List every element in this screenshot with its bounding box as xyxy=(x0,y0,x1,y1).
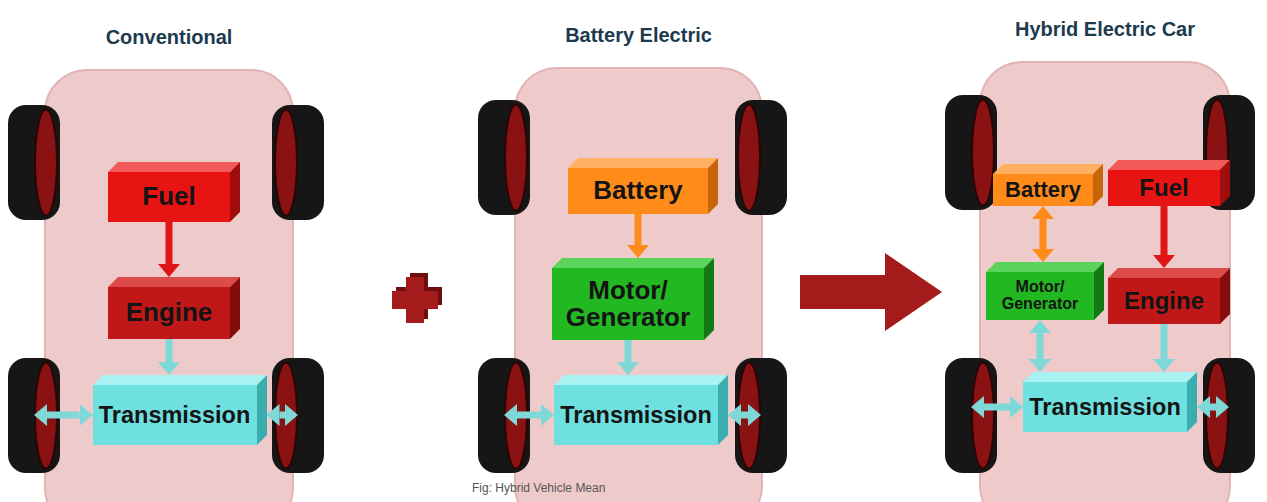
component-label: Transmission xyxy=(560,403,712,428)
drive-arrow xyxy=(741,412,748,419)
power-flow-arrow xyxy=(166,339,173,362)
component-box: Engine xyxy=(108,287,230,339)
component-box: Fuel xyxy=(108,172,230,222)
power-flow-arrow xyxy=(166,222,173,264)
wheel xyxy=(8,105,60,220)
drive-arrow xyxy=(47,412,80,419)
power-flow-arrow xyxy=(1037,333,1044,359)
power-flow-arrow xyxy=(1161,324,1168,359)
car-body xyxy=(515,68,762,502)
wheel xyxy=(1203,358,1255,473)
component-box: Transmission xyxy=(554,385,718,445)
vehicle-title: Battery Electric xyxy=(475,24,802,47)
drive-arrow xyxy=(984,404,1010,411)
wheel xyxy=(272,358,324,473)
component-label: Fuel xyxy=(1139,175,1188,200)
wheel xyxy=(272,105,324,220)
drive-arrow xyxy=(517,412,541,419)
power-flow-arrow xyxy=(625,340,632,362)
vehicle-title: Conventional xyxy=(5,26,333,49)
component-box: Battery xyxy=(568,168,708,214)
power-flow-arrow xyxy=(635,214,642,245)
wheel xyxy=(945,95,997,210)
wheel xyxy=(735,100,787,215)
component-box: Transmission xyxy=(1023,382,1187,432)
component-box: Motor/ Generator xyxy=(552,268,704,340)
car-body xyxy=(980,62,1230,502)
car-body xyxy=(45,70,293,502)
component-label: Motor/ Generator xyxy=(986,279,1094,313)
component-label: Engine xyxy=(126,299,213,326)
component-box: Motor/ Generator xyxy=(986,272,1094,320)
component-label: Transmission xyxy=(1029,395,1181,420)
plus-sign xyxy=(392,273,442,323)
vehicle-body: ConventionalFuelEngineTransmission xyxy=(45,70,293,502)
component-label: Engine xyxy=(1124,288,1204,313)
component-box: Battery xyxy=(993,174,1093,206)
component-label: Fuel xyxy=(142,183,195,210)
drive-arrow xyxy=(1210,404,1216,411)
power-flow-arrow xyxy=(1040,219,1047,249)
figure-caption: Fig: Hybrid Vehicle Mean xyxy=(472,481,605,495)
component-box: Transmission xyxy=(93,385,257,445)
power-flow-arrow xyxy=(1161,206,1168,255)
wheel xyxy=(735,358,787,473)
wheel xyxy=(945,358,997,473)
component-label: Motor/ Generator xyxy=(552,277,704,332)
component-label: Transmission xyxy=(99,403,251,428)
drive-arrow xyxy=(280,412,286,419)
vehicle-body: Battery ElectricBatteryMotor/ GeneratorT… xyxy=(515,68,762,502)
vehicle-body: Hybrid Electric CarBatteryFuelMotor/ Gen… xyxy=(980,62,1230,502)
vehicle-title: Hybrid Electric Car xyxy=(940,18,1267,41)
component-label: Battery xyxy=(593,177,683,204)
component-label: Battery xyxy=(1005,178,1081,201)
component-box: Engine xyxy=(1108,278,1220,324)
combine-arrow xyxy=(800,253,942,331)
wheel xyxy=(478,100,530,215)
component-box: Fuel xyxy=(1108,170,1220,206)
